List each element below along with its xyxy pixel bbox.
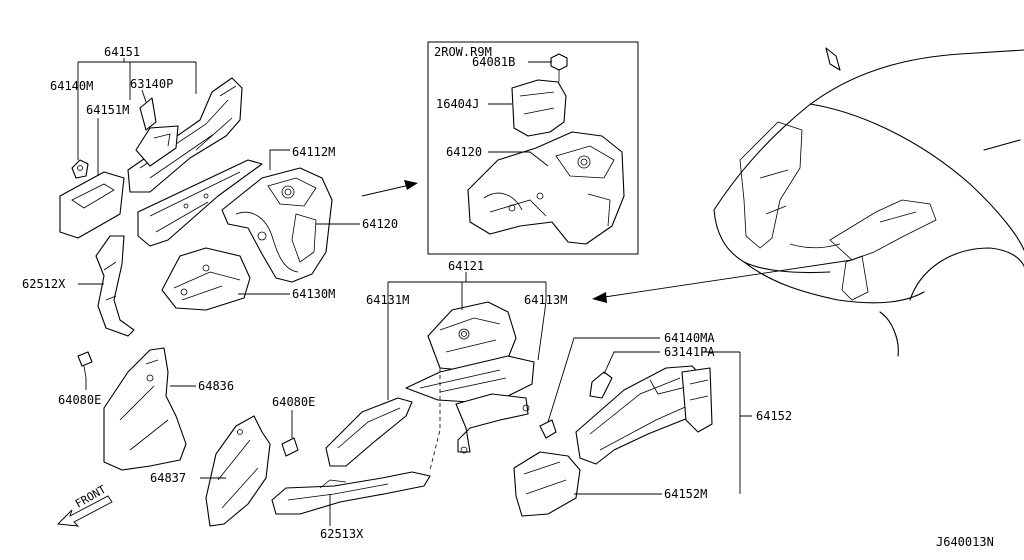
leader-lines bbox=[77, 58, 752, 526]
label-64080E-left: 64080E bbox=[58, 393, 101, 407]
member-assembly-64121 bbox=[325, 301, 535, 467]
label-64837: 64837 bbox=[150, 471, 186, 485]
wheelhouse-lower-64130M bbox=[161, 247, 251, 311]
label-64130M: 64130M bbox=[292, 287, 335, 301]
plate-64151M bbox=[59, 171, 125, 239]
hoodledge-64112M bbox=[137, 159, 263, 247]
clip-64140M bbox=[71, 159, 89, 179]
vehicle-outline bbox=[713, 47, 1024, 357]
label-64131M: 64131M bbox=[366, 293, 409, 307]
bracket-62512X bbox=[95, 235, 135, 337]
flow-arrows bbox=[57, 180, 853, 527]
label-64152: 64152 bbox=[756, 409, 792, 423]
wheelhouse-64120 bbox=[221, 167, 333, 283]
label-16404J: 16404J bbox=[436, 97, 479, 111]
label-64121: 64121 bbox=[448, 259, 484, 273]
part-labels: 64151 64140M 63140P 64151M 64112M 64120 … bbox=[22, 45, 994, 549]
label-64151: 64151 bbox=[104, 45, 140, 59]
label-62512X: 62512X bbox=[22, 277, 66, 291]
label-63141PA: 63141PA bbox=[664, 345, 715, 359]
label-64140MA: 64140MA bbox=[664, 331, 715, 345]
label-64113M: 64113M bbox=[524, 293, 567, 307]
inset-title: 2ROW.R9M bbox=[434, 45, 492, 59]
label-64836: 64836 bbox=[198, 379, 234, 393]
label-64152M: 64152M bbox=[664, 487, 707, 501]
bolt-64080E-mid bbox=[281, 437, 299, 457]
inset-labels: 2ROW.R9M 64081B 16404J 64120 bbox=[434, 45, 515, 159]
label-64120-main: 64120 bbox=[362, 217, 398, 231]
label-64120-inset: 64120 bbox=[446, 145, 482, 159]
splash-guard-64836 bbox=[103, 347, 187, 471]
member-assembly-64151 bbox=[127, 77, 243, 193]
label-64140M: 64140M bbox=[50, 79, 93, 93]
label-64151M: 64151M bbox=[86, 103, 129, 117]
member-assembly-64152 bbox=[513, 365, 713, 517]
label-64081B: 64081B bbox=[472, 55, 515, 69]
splash-guard-64837 bbox=[205, 415, 271, 527]
label-64080E-mid: 64080E bbox=[272, 395, 315, 409]
label-63140P: 63140P bbox=[130, 77, 173, 91]
bolt-64080E-left bbox=[77, 351, 93, 379]
label-64112M: 64112M bbox=[292, 145, 335, 159]
label-62513X: 62513X bbox=[320, 527, 364, 541]
diagram-id: J640013N bbox=[936, 535, 994, 549]
inset-box bbox=[427, 41, 639, 255]
bracket-62513X bbox=[271, 471, 431, 515]
